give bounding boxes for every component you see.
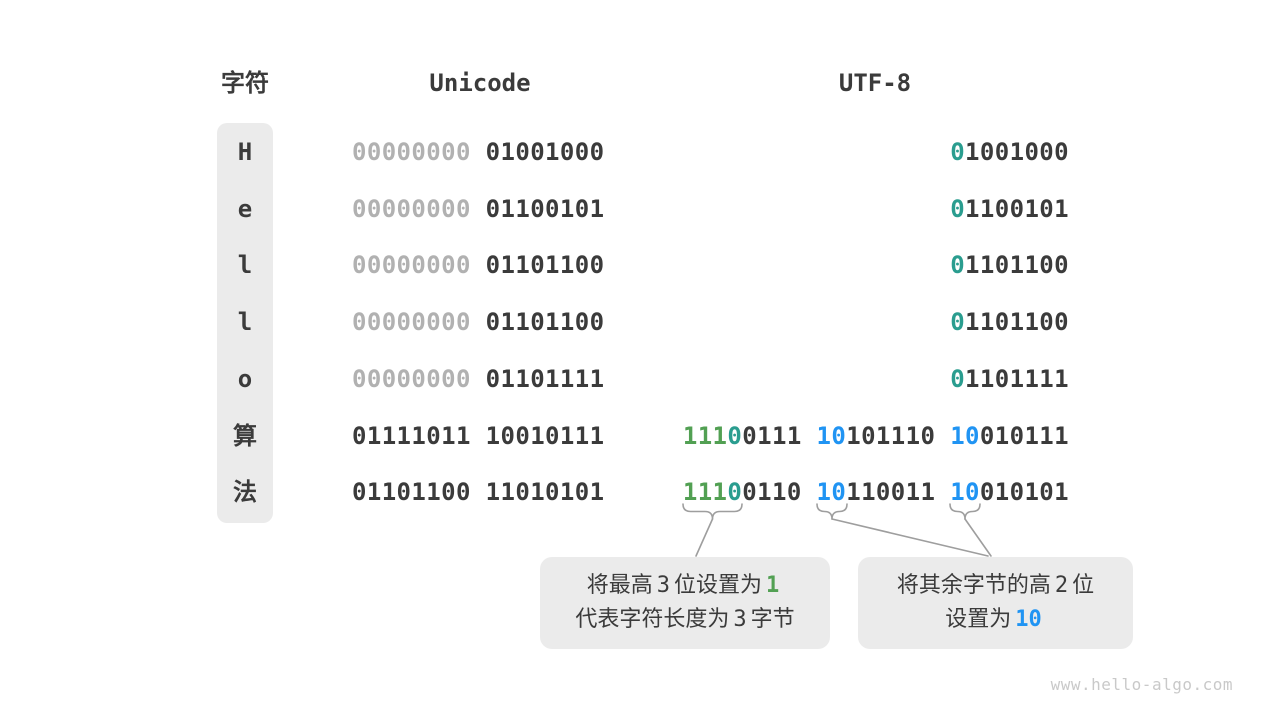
bit-segment-green: 111 xyxy=(682,421,728,450)
char-cell: H xyxy=(237,138,253,166)
bit-segment-teal: 0 xyxy=(727,421,743,450)
bit-segment-dark: 01101111 xyxy=(470,364,605,393)
char-cell: e xyxy=(237,194,253,223)
bit-segment-dark: 0110 xyxy=(742,478,817,507)
unicode-cell: 00000000 01101100 xyxy=(352,305,604,339)
bit-segment-teal: 0 xyxy=(950,194,966,223)
bit-segment-gray: 00000000 xyxy=(352,138,471,166)
bit-segment-num: 3 xyxy=(656,573,670,598)
utf8-cell: 01101111 xyxy=(950,362,1069,396)
bit-segment-dark: 01111011 10010111 xyxy=(352,421,605,450)
bit-segment-dark: 1101100 xyxy=(965,251,1069,280)
bit-segment-num: 2 xyxy=(1054,573,1069,598)
table-row: l 00000000 01101100 01101100 xyxy=(0,248,1280,282)
bit-segment-dark: 01100101 xyxy=(470,194,605,223)
bit-segment-dark: 01101100 11010101 xyxy=(352,478,605,507)
utf8-cell: 01101100 xyxy=(950,248,1069,282)
char-cell: o xyxy=(237,364,253,393)
bit-segment-green: 1 xyxy=(766,573,780,598)
bit-segment-cjk: 设置为 xyxy=(945,607,1012,632)
bit-segment-blue: 10 xyxy=(816,478,847,507)
bit-segment-gray: 00000000 xyxy=(352,194,471,223)
utf8-cell: 01100101 xyxy=(950,192,1069,226)
table-row: 法 01101100 11010101 11100110 10110011 10… xyxy=(0,475,1280,509)
bit-segment-cjk: 将其余字节的高 xyxy=(896,573,1051,598)
header-unicode-column: Unicode xyxy=(429,69,531,97)
bit-segment-blue: 10 xyxy=(816,421,847,450)
bit-segment-teal: 0 xyxy=(950,138,966,166)
unicode-cell: 00000000 01100101 xyxy=(352,192,604,226)
bit-segment-gray: 00000000 xyxy=(352,308,471,337)
utf8-cell: 01001000 xyxy=(950,135,1069,169)
bit-segment-green: 111 xyxy=(682,478,728,507)
header-char-column: 字符 xyxy=(221,69,269,97)
table-row: H 00000000 01001000 01001000 xyxy=(0,135,1280,169)
table-row: 算 01111011 10010111 11100111 10101110 10… xyxy=(0,419,1280,453)
bit-segment-gray: 00000000 xyxy=(352,364,471,393)
bit-segment-teal: 0 xyxy=(950,251,966,280)
utf8-cell: 01101100 xyxy=(950,305,1069,339)
bit-segment-dark: 010111 xyxy=(979,421,1069,450)
utf8-cell: 11100111 10101110 10010111 xyxy=(683,419,1069,453)
bit-segment-cjk: 位 xyxy=(1072,573,1095,598)
bit-segment-dark: 1100101 xyxy=(965,194,1069,223)
bit-segment-gray: 00000000 xyxy=(352,251,471,280)
unicode-cell: 00000000 01101111 xyxy=(352,362,604,396)
bit-segment-num: 3 xyxy=(733,607,747,632)
underbrace-continuation-byte-2 xyxy=(816,503,848,520)
bit-segment-cjk: 代表字符长度为 xyxy=(575,607,730,632)
header-utf8-column: UTF-8 xyxy=(838,69,912,97)
underbrace-leading-bits xyxy=(682,503,743,520)
char-column-background xyxy=(217,123,273,523)
utf8-cell: 11100110 10110011 10010101 xyxy=(683,475,1069,509)
bit-segment-blue: 10 xyxy=(950,421,980,450)
bit-segment-blue: 10 xyxy=(1015,607,1042,632)
bit-segment-dark: 101110 xyxy=(846,421,951,450)
bit-segment-cjk: 将最高 xyxy=(586,573,653,598)
underbrace-continuation-byte-3 xyxy=(949,503,981,520)
bit-segment-cjk: 位设置为 xyxy=(674,573,763,598)
website-watermark: www.hello-algo.com xyxy=(1050,675,1233,694)
table-row: o 00000000 01101111 01101111 xyxy=(0,362,1280,396)
connector-line-continuation-2 xyxy=(831,518,989,557)
bit-segment-dark: 1101100 xyxy=(965,308,1069,337)
bit-segment-dark: 01001000 xyxy=(470,138,605,166)
bit-segment-teal: 0 xyxy=(727,478,743,507)
char-cell: 法 xyxy=(233,478,257,507)
bit-segment-dark: 01101100 xyxy=(470,251,605,280)
unicode-cell: 01101100 11010101 xyxy=(352,475,604,509)
bit-segment-dark: 1101111 xyxy=(965,364,1069,393)
char-cell: l xyxy=(237,308,253,337)
connector-line-continuation-3 xyxy=(964,518,992,557)
bit-segment-cjk: 字节 xyxy=(750,607,795,632)
unicode-cell: 00000000 01101100 xyxy=(352,248,604,282)
unicode-cell: 01111011 10010111 xyxy=(352,419,604,453)
table-row: l 00000000 01101100 01101100 xyxy=(0,305,1280,339)
bit-segment-dark: 01101100 xyxy=(470,308,605,337)
bit-segment-teal: 0 xyxy=(950,364,966,393)
bit-segment-dark: 010101 xyxy=(979,478,1069,507)
char-cell: l xyxy=(237,251,253,280)
unicode-cell: 00000000 01001000 xyxy=(352,135,604,169)
bit-segment-blue: 10 xyxy=(950,478,980,507)
bit-segment-dark: 0111 xyxy=(742,421,817,450)
table-row: e 00000000 01100101 01100101 xyxy=(0,192,1280,226)
connector-line-leading xyxy=(695,518,714,557)
bit-segment-dark: 110011 xyxy=(846,478,951,507)
char-cell: 算 xyxy=(233,421,257,450)
bit-segment-dark: 1001000 xyxy=(965,138,1069,166)
bit-segment-teal: 0 xyxy=(950,308,966,337)
